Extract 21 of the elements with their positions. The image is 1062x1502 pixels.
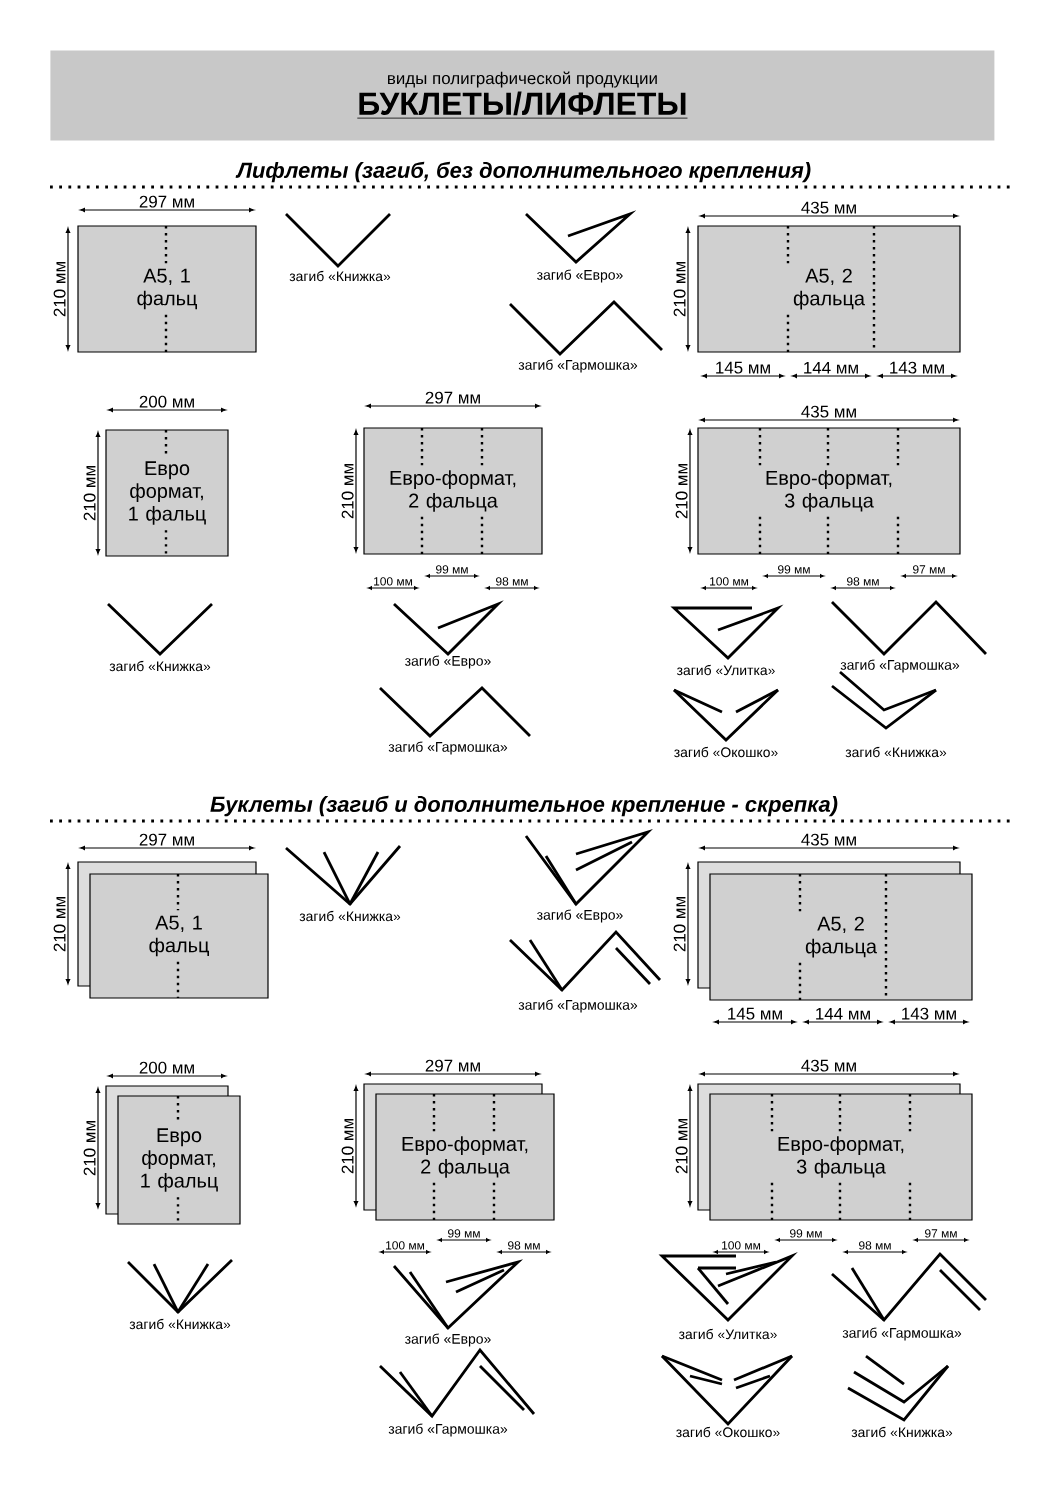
sheet: Евро-формат, 2 фальца (363, 427, 543, 555)
sheet: Евро формат, 1 фальц (105, 1085, 241, 1225)
dimension-label: 200 мм (139, 395, 194, 408)
dimension-label: 435 мм (801, 833, 856, 846)
sheet: A5, 2 фальца (697, 225, 961, 353)
section-heading: Лифлеты (загиб, без дополнительного крепления) (235, 161, 811, 183)
sheet: A5, 2 фальца (697, 861, 973, 1001)
section-heading: Буклеты (загиб и дополнительное крепление - скрепка) (210, 795, 838, 817)
sheet: Евро формат, 1 фальц (105, 429, 229, 557)
sheet: Евро-формат, 2 фальца (363, 1083, 555, 1221)
sheet: A5, 1 фальц (77, 861, 269, 999)
dimension-label: 145 мм (728, 1007, 782, 1020)
dimension-label: 297 мм (139, 833, 194, 846)
dimension-label: 144 мм (816, 1007, 870, 1020)
header-band: виды полиграфической продукции БУКЛЕТЫ/ЛИФЛЕТЫ (50, 50, 995, 141)
dimension-label: 297 мм (139, 195, 194, 208)
sheet: Евро-формат, 3 фальца (697, 427, 961, 555)
sheet: A5, 1 фальц (77, 225, 257, 353)
dimension-label: 143 мм (902, 1007, 956, 1020)
sheet: Евро-формат, 3 фальца (697, 1083, 973, 1221)
dimension-label: 297 мм (425, 391, 480, 404)
